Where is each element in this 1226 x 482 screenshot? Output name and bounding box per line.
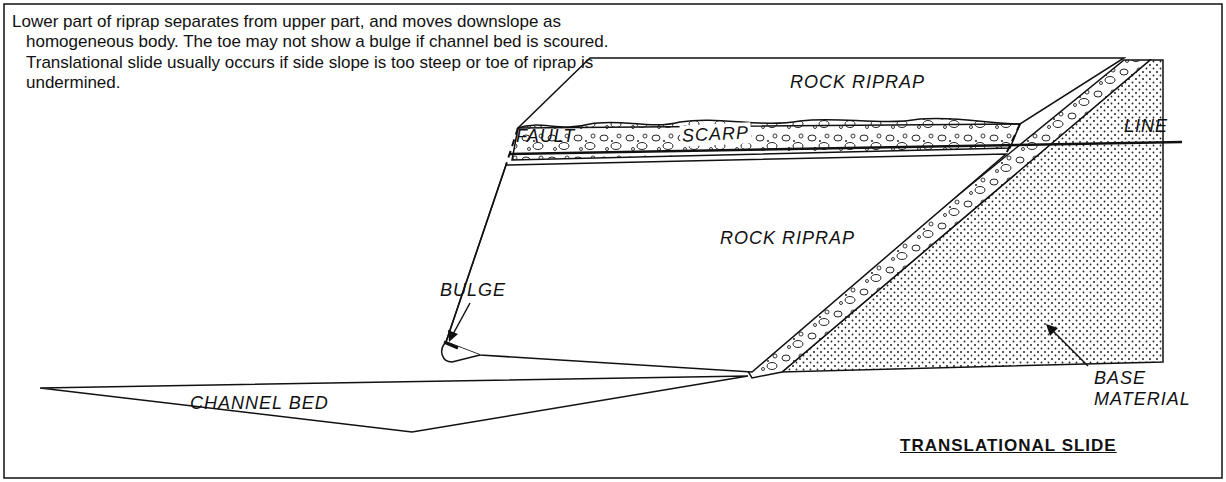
part-label: FAULT [516, 126, 575, 147]
note-text: Lower part of riprap separates from uppe… [12, 12, 626, 94]
part-label: SCARP [680, 122, 752, 146]
part-label: LINE [1124, 116, 1168, 137]
figure-title: TRANSLATIONAL SLIDE [900, 436, 1117, 456]
part-label: BASE MATERIAL [1094, 368, 1194, 409]
part-label: ROCK RIPRAP [720, 228, 855, 249]
part-label: ROCK RIPRAP [790, 72, 925, 93]
part-label: CHANNEL BED [190, 393, 329, 414]
part-label: BULGE [440, 280, 506, 301]
